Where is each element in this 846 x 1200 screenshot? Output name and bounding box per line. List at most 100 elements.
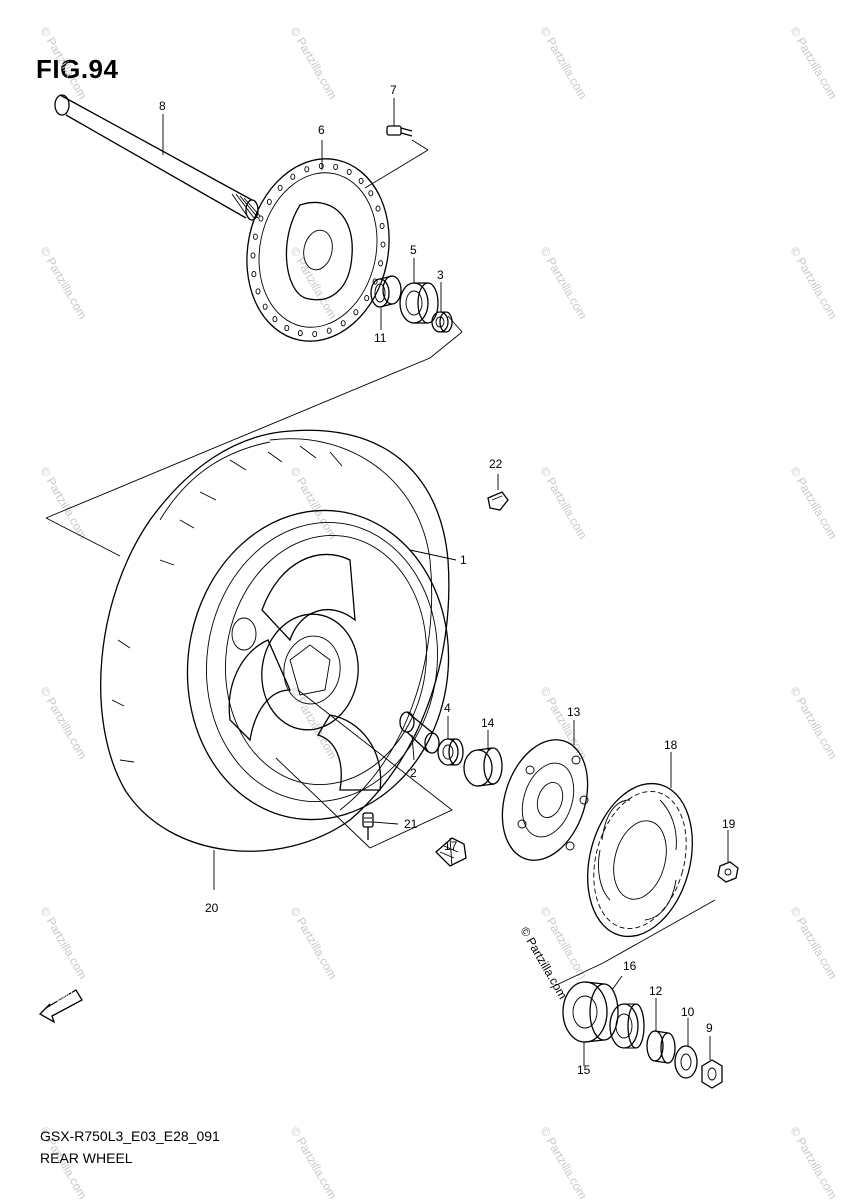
watermark-text: © Partzilla.com bbox=[37, 905, 90, 982]
callout-17: 17 bbox=[444, 839, 458, 853]
callout-19: 19 bbox=[722, 817, 736, 831]
watermark-text: © Partzilla.com bbox=[537, 25, 590, 102]
disc-hole bbox=[368, 190, 374, 197]
disc-hole bbox=[375, 205, 381, 212]
callout-2: 2 bbox=[410, 766, 417, 780]
watermark-text: © Partzilla.com bbox=[37, 685, 90, 762]
watermark-text: © Partzilla.com bbox=[37, 25, 90, 102]
diagram-name: REAR WHEEL bbox=[40, 1150, 133, 1166]
disc-hole bbox=[340, 320, 346, 327]
spacer-part-11[interactable] bbox=[370, 275, 402, 308]
fwd-arrow-icon: FWD bbox=[38, 989, 83, 1024]
callout-8: 8 bbox=[159, 99, 166, 113]
callout-10: 10 bbox=[681, 1005, 695, 1019]
disc-hole bbox=[266, 198, 272, 205]
disc-hole bbox=[277, 184, 283, 191]
callout-13: 13 bbox=[567, 705, 581, 719]
sprocket-drum-part-13[interactable] bbox=[488, 729, 602, 872]
tire-part-20[interactable] bbox=[100, 429, 450, 852]
watermark-text: © Partzilla.com bbox=[537, 245, 590, 322]
brake-disc-part-6[interactable] bbox=[230, 145, 405, 354]
rim-part-1[interactable] bbox=[168, 493, 469, 836]
disc-hole bbox=[284, 325, 290, 332]
callout-1: 1 bbox=[460, 553, 467, 567]
disc-hole bbox=[333, 163, 339, 170]
disc-hole bbox=[358, 177, 364, 184]
watermark-text: © Partzilla.com bbox=[287, 905, 340, 982]
rear-sprocket-part-18[interactable] bbox=[572, 772, 709, 949]
disc-hole bbox=[272, 316, 278, 323]
callout-9: 9 bbox=[706, 1021, 713, 1035]
watermark-text: © Partzilla.com bbox=[287, 685, 340, 762]
disc-hole bbox=[326, 327, 332, 334]
disc-hole bbox=[250, 252, 256, 259]
oil-seal-part-16[interactable] bbox=[609, 1003, 645, 1049]
callout-7: 7 bbox=[390, 83, 397, 97]
disc-hole bbox=[318, 162, 324, 170]
washer-part-10[interactable] bbox=[674, 1045, 698, 1079]
watermark-text: © Partzilla.com bbox=[287, 1125, 340, 1200]
group-outline-lines bbox=[45, 139, 716, 989]
retainer-part-14[interactable] bbox=[463, 747, 503, 787]
bolt-part-7[interactable] bbox=[386, 125, 413, 137]
callout-numbers: 1 2 3 4 5 6 7 8 9 10 11 12 13 14 15 16 1… bbox=[159, 83, 736, 1077]
callout-3: 3 bbox=[437, 268, 444, 282]
watermark-text: © Partzilla.com bbox=[37, 245, 90, 322]
disc-hole bbox=[290, 173, 296, 180]
balancer-part-22[interactable] bbox=[487, 491, 509, 511]
watermark-text: © Partzilla.com bbox=[537, 465, 590, 542]
figure-title: FIG.94 bbox=[36, 54, 119, 84]
callout-21: 21 bbox=[404, 817, 418, 831]
callout-4: 4 bbox=[444, 701, 451, 715]
watermark-text: © Partzilla.com bbox=[787, 25, 840, 102]
leader-lines bbox=[162, 98, 729, 1066]
disc-hole bbox=[251, 271, 257, 278]
watermark-text: © Partzilla.com bbox=[787, 245, 840, 322]
callout-15: 15 bbox=[577, 1063, 591, 1077]
callout-16: 16 bbox=[623, 959, 637, 973]
callout-14: 14 bbox=[481, 716, 495, 730]
diagram-code: GSX-R750L3_E03_E28_091 bbox=[40, 1128, 220, 1144]
disc-hole bbox=[252, 233, 258, 240]
bearing-part-15[interactable] bbox=[562, 981, 619, 1043]
spacer-part-12[interactable] bbox=[646, 1030, 676, 1064]
axle-part-8[interactable] bbox=[54, 94, 261, 221]
disc-hole bbox=[372, 278, 378, 285]
disc-hole bbox=[353, 309, 359, 316]
watermark-text: © Partzilla.com bbox=[537, 1125, 590, 1200]
watermark-text: © Partzilla.com bbox=[787, 905, 840, 982]
watermark-text: © Partzilla.com bbox=[787, 465, 840, 542]
disc-hole bbox=[346, 168, 352, 175]
callout-5: 5 bbox=[410, 243, 417, 257]
disc-hole bbox=[380, 241, 386, 248]
callout-12: 12 bbox=[649, 984, 663, 998]
disc-hole bbox=[255, 288, 261, 295]
watermark-text: © Partzilla.com bbox=[287, 245, 340, 322]
disc-hole bbox=[378, 260, 384, 267]
callout-6: 6 bbox=[318, 123, 325, 137]
nut-part-9[interactable] bbox=[701, 1059, 723, 1089]
disc-hole bbox=[304, 166, 310, 173]
callout-20: 20 bbox=[205, 901, 219, 915]
fwd-label: FWD bbox=[55, 989, 75, 1006]
oil-seal-part-3[interactable] bbox=[431, 311, 453, 333]
callout-22: 22 bbox=[489, 457, 503, 471]
bearing-part-4[interactable] bbox=[437, 738, 464, 766]
disc-hole bbox=[364, 295, 370, 302]
disc-hole bbox=[262, 303, 268, 310]
spacer-part-2[interactable] bbox=[399, 711, 440, 754]
disc-hole bbox=[312, 330, 318, 338]
callout-18: 18 bbox=[664, 738, 678, 752]
valve-part-21[interactable] bbox=[362, 812, 374, 840]
disc-hole bbox=[297, 330, 303, 337]
watermark-text: © Partzilla.com bbox=[287, 465, 340, 542]
disc-hole bbox=[258, 215, 264, 222]
nut-part-19[interactable] bbox=[717, 861, 739, 883]
watermark-layer: © Partzilla.com © Partzilla.com © Partzill… bbox=[37, 25, 840, 1200]
callout-11: 11 bbox=[374, 331, 387, 345]
watermark-text: © Partzilla.com bbox=[287, 25, 340, 102]
disc-hole bbox=[379, 222, 385, 229]
bearing-part-5[interactable] bbox=[399, 282, 439, 324]
watermark-text: © Partzilla.com bbox=[787, 1125, 840, 1200]
